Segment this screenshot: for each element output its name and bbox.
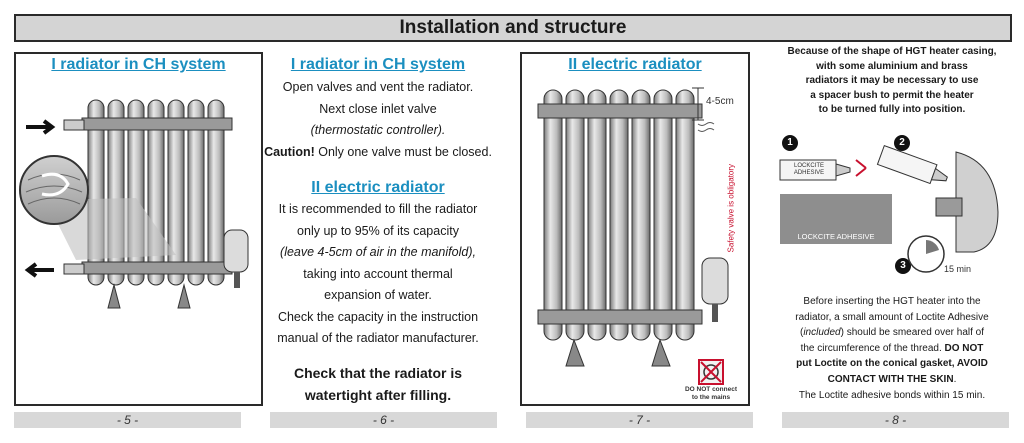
- body-line-6-bold: CONTACT WITH THE SKIN: [827, 373, 954, 385]
- air-gap-dimension: 4-5cm: [706, 96, 734, 107]
- page-title: Installation and structure: [14, 14, 1012, 42]
- intro-line-1: Because of the shape of HGT heater casin…: [787, 46, 997, 57]
- page-number-5: - 5 -: [14, 412, 241, 428]
- body-line-7: The Loctite adhesive bonds within 15 min…: [798, 389, 986, 401]
- ch-line-1: Open valves and vent the radiator.: [282, 80, 474, 94]
- adhesive-box-label: LOCKCITE ADHESIVE: [797, 232, 875, 241]
- ch-line-2: Next close inlet valve: [319, 101, 437, 116]
- body-line-4: the circumference of the thread. DO NOT: [772, 341, 1012, 357]
- step-2-badge: 2: [899, 137, 905, 148]
- step-3-badge: 3: [900, 260, 906, 271]
- panel-6-heading-el: II electric radiator: [311, 179, 445, 196]
- panel-6-heading-ch: I radiator in CH system: [290, 56, 466, 73]
- tube-label: LOCKCITE ADHESIVE: [793, 163, 825, 176]
- loctite-steps-illustration: [779, 135, 999, 274]
- intro-line-3: radiators it may be necessary to use: [805, 75, 979, 87]
- body-line-3-open: (: [799, 327, 804, 339]
- ch-instructions: Open valves and vent the radiator. Next …: [262, 77, 494, 163]
- body-line-6-end: .: [953, 373, 957, 385]
- body-line-3-rest: ) should be smeared over half of: [840, 327, 985, 339]
- no-mains-warning-icon: [698, 359, 724, 385]
- check-line-1: Check that the radiator is: [293, 365, 463, 381]
- el-line-6: Check the capacity in the instruction: [277, 309, 479, 324]
- body-line-6: CONTACT WITH THE SKIN.: [772, 372, 1012, 388]
- intro-line-2: with some aluminium and brass: [816, 60, 968, 72]
- intro-line-4: a spacer bush to permit the heater: [810, 89, 974, 101]
- watertight-note: Check that the radiator is watertight af…: [262, 362, 494, 406]
- body-line-2: radiator, a small amount of Loctite Adhe…: [795, 311, 989, 323]
- warning-line-2: to the mains: [691, 394, 731, 401]
- page-number-7: - 7 -: [526, 412, 753, 428]
- step-1-badge: 1: [787, 137, 793, 148]
- body-line-4-text: the circumference of the thread.: [800, 342, 945, 354]
- spacer-bush-note: Because of the shape of HGT heater casin…: [772, 45, 1012, 118]
- el-line-7: manual of the radiator manufacturer.: [277, 331, 479, 345]
- ch-caution: Caution! Only one valve must be closed.: [262, 142, 494, 164]
- page-number-6: - 6 -: [270, 412, 497, 428]
- radiator-electric-illustration: [537, 87, 729, 367]
- el-line-1: It is recommended to fill the radiator: [278, 202, 478, 216]
- check-line-2: watertight after filling.: [304, 387, 452, 403]
- body-line-5: put Loctite on the conical gasket, AVOID: [796, 358, 988, 370]
- intro-line-5: to be turned fully into position.: [818, 104, 966, 116]
- warning-text: DO NOT connect to the mains: [680, 386, 742, 402]
- body-line-3-included: included: [803, 327, 841, 339]
- caution-text: Only one valve must be closed.: [314, 144, 492, 159]
- timer-label: 15 min: [944, 264, 972, 274]
- body-line-1: Before inserting the HGT heater into the: [803, 296, 981, 307]
- loctite-instructions: Before inserting the HGT heater into the…: [772, 294, 1012, 403]
- el-line-3: (leave 4-5cm of air in the manifold),: [280, 245, 476, 259]
- safety-valve-label: Safety valve is obligatory: [726, 164, 736, 253]
- caution-label: Caution!: [264, 144, 315, 159]
- warning-line-1: DO NOT connect: [684, 386, 737, 393]
- body-line-3: (included) should be smeared over half o…: [772, 325, 1012, 341]
- body-line-4-bold: DO NOT: [944, 342, 984, 354]
- el-line-2: only up to 95% of its capacity: [297, 223, 459, 238]
- el-instructions: It is recommended to fill the radiator o…: [262, 199, 494, 350]
- el-line-4: taking into account thermal: [303, 266, 453, 281]
- page-number-8: - 8 -: [782, 412, 1009, 428]
- panel-5-heading: I radiator in CH system: [51, 56, 226, 73]
- ch-line-3: (thermostatic controller).: [310, 123, 446, 137]
- el-line-5: expansion of water.: [324, 288, 432, 302]
- radiator-ch-illustration: [19, 99, 249, 309]
- panel-7-heading: II electric radiator: [568, 56, 702, 73]
